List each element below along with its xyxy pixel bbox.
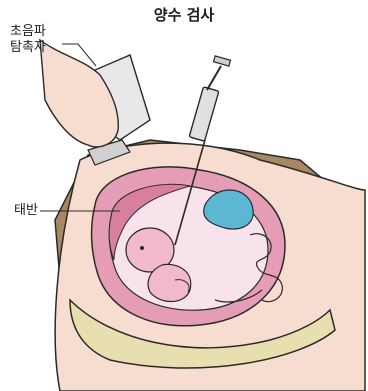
placenta-label: 태반	[14, 203, 38, 219]
page-title: 양수 검사	[0, 4, 368, 25]
probe-label-line1: 초음파	[10, 24, 46, 40]
probe-label-line2: 탐촉자	[10, 40, 46, 56]
probe-label: 초음파 탐촉자	[10, 24, 46, 56]
